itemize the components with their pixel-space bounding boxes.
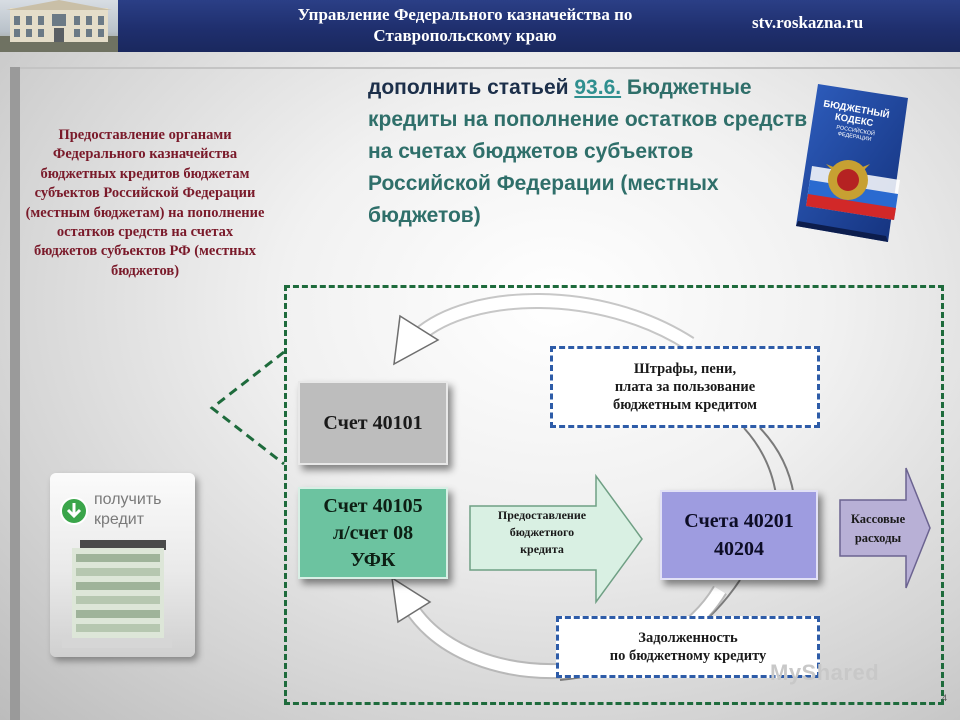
fines-line2: плата за пользование <box>614 379 756 395</box>
account-40101-box: Счет 40101 <box>298 381 448 465</box>
main-heading: дополнить статьей 93.6. Бюджетные кредит… <box>368 72 818 232</box>
heading-article-number: 93.6. <box>574 76 622 99</box>
watermark: MyShared <box>770 660 880 685</box>
account-40105-line3: УФК <box>350 548 396 571</box>
credit-arrow-line2: бюджетного <box>509 525 575 539</box>
heading-prefix: дополнить статьей <box>368 76 575 99</box>
frame-left-bar <box>10 67 20 720</box>
account-40105-box: Счет 40105 л/счет 08 УФК <box>298 487 448 579</box>
frame-top-line <box>10 67 960 69</box>
debt-line1: Задолженность <box>638 630 738 646</box>
account-40105-line1: Счет 40105 <box>323 494 423 517</box>
header-title-line1: Управление Федерального казначейства по <box>297 5 633 24</box>
cash-arrow-line2: расходы <box>854 531 902 545</box>
heading-rest: Бюджетные кредиты на пополнение остатков… <box>368 76 808 227</box>
page-number: 4 <box>942 693 948 703</box>
money-stack-image <box>62 540 172 648</box>
atm-label: получить кредит <box>94 490 161 530</box>
accounts-40201-line1: Счета 40201 <box>684 510 794 532</box>
accounts-40201-line2: 40204 <box>714 538 764 560</box>
fines-line3: бюджетным кредитом <box>612 397 758 413</box>
credit-arrow-label: Предоставление бюджетного кредита <box>472 507 612 558</box>
fines-line1: Штрафы, пени, <box>633 361 737 377</box>
top-return-arrow <box>414 295 694 350</box>
atm-label-line2: кредит <box>94 511 145 528</box>
scheme-dashed-frame <box>284 285 944 705</box>
fines-note-box: Штрафы, пени, плата за пользование бюдже… <box>550 346 820 428</box>
header-title: Управление Федерального казначейства по … <box>190 4 740 46</box>
header-bar: Управление Федерального казначейства по … <box>0 0 960 52</box>
budget-code-book-image <box>796 84 908 242</box>
cash-arrow-label: Кассовые расходы <box>836 510 920 548</box>
accounts-40201-40204-box: Счета 40201 40204 <box>660 490 818 580</box>
left-caption: Предоставление органами Федерального каз… <box>25 127 265 279</box>
cash-arrow-line1: Кассовые <box>850 512 906 526</box>
debt-note-box: Задолженность по бюджетному кредиту <box>556 616 820 678</box>
frame-pointer <box>209 350 285 466</box>
account-40101-label: Счет 40101 <box>323 411 423 434</box>
download-arrow-icon <box>60 497 88 525</box>
header-title-line2: Ставропольскому краю <box>373 26 557 45</box>
credit-arrow-line3: кредита <box>520 542 564 556</box>
header-site-url: stv.roskazna.ru <box>752 13 864 32</box>
account-40105-line2: л/счет 08 <box>332 521 414 544</box>
atm-label-line1: получить <box>94 491 162 508</box>
bottom-return-arrowhead <box>391 576 432 624</box>
debt-line2: по бюджетному кредиту <box>609 648 767 664</box>
credit-block-arrow <box>469 473 643 605</box>
cash-block-arrow <box>839 467 931 589</box>
top-return-arrowhead <box>393 314 440 366</box>
credit-arrow-line1: Предоставление <box>497 508 587 522</box>
building-photo <box>0 0 118 52</box>
